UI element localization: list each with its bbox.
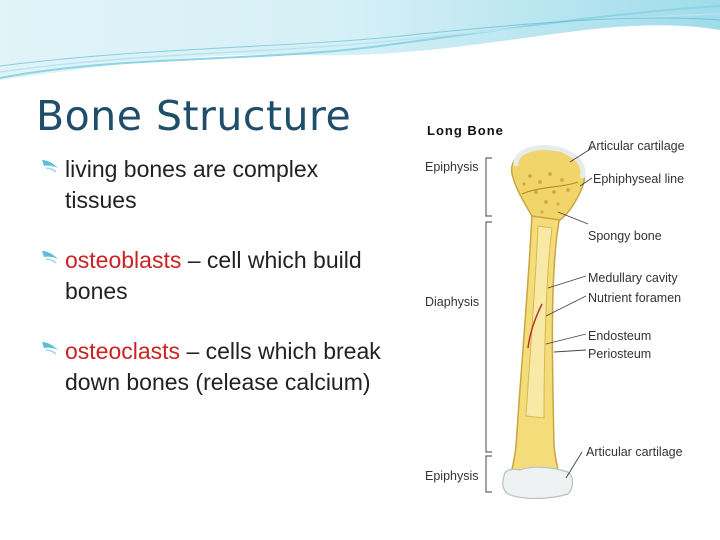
bullet-text: living bones are complex tissues: [65, 156, 319, 213]
articular-cartilage-bottom: [502, 466, 574, 500]
label-diaphysis: Diaphysis: [425, 295, 480, 309]
label-medullary-cavity: Medullary cavity: [588, 271, 678, 285]
bullet-item: osteoblasts – cell which build bones: [38, 245, 388, 307]
label-epiphysis-bottom: Epiphysis: [425, 469, 479, 483]
slide-title: Bone Structure: [36, 92, 352, 140]
label-articular-cartilage-top: Articular cartilage: [588, 139, 685, 153]
bullet-text: – cells which break down bones (release …: [65, 338, 381, 395]
header-wave-decoration: [0, 0, 720, 80]
bullet-arrow-icon: [42, 342, 58, 355]
bullet-arrow-icon: [42, 251, 58, 264]
label-epiphysis-top: Epiphysis: [425, 160, 479, 174]
label-epiphyseal-line: Ephiphyseal line: [593, 172, 685, 186]
diaphysis-bracket: [485, 221, 492, 453]
bullet-item: osteoclasts – cells which break down bon…: [38, 336, 388, 398]
long-bone-diagram: [412, 116, 708, 514]
label-nutrient-foramen: Nutrient foramen: [588, 291, 682, 305]
epiphysis-bracket-top: [485, 157, 492, 217]
bullet-list: living bones are complex tissues osteobl…: [38, 154, 388, 427]
label-articular-cartilage-bottom: Articular cartilage: [586, 445, 683, 459]
figure-heading: Long Bone: [427, 123, 504, 138]
bullet-term: osteoblasts: [65, 247, 182, 273]
bullet-item: living bones are complex tissues: [38, 154, 388, 216]
bullet-term: osteoclasts: [65, 338, 181, 364]
label-endosteum: Endosteum: [588, 329, 652, 343]
bullet-arrow-icon: [42, 160, 58, 173]
label-spongy-bone: Spongy bone: [588, 229, 662, 243]
label-periosteum: Periosteum: [588, 347, 652, 361]
epiphysis-bracket-bottom: [485, 455, 492, 493]
bullet-text: – cell which build bones: [65, 247, 362, 304]
